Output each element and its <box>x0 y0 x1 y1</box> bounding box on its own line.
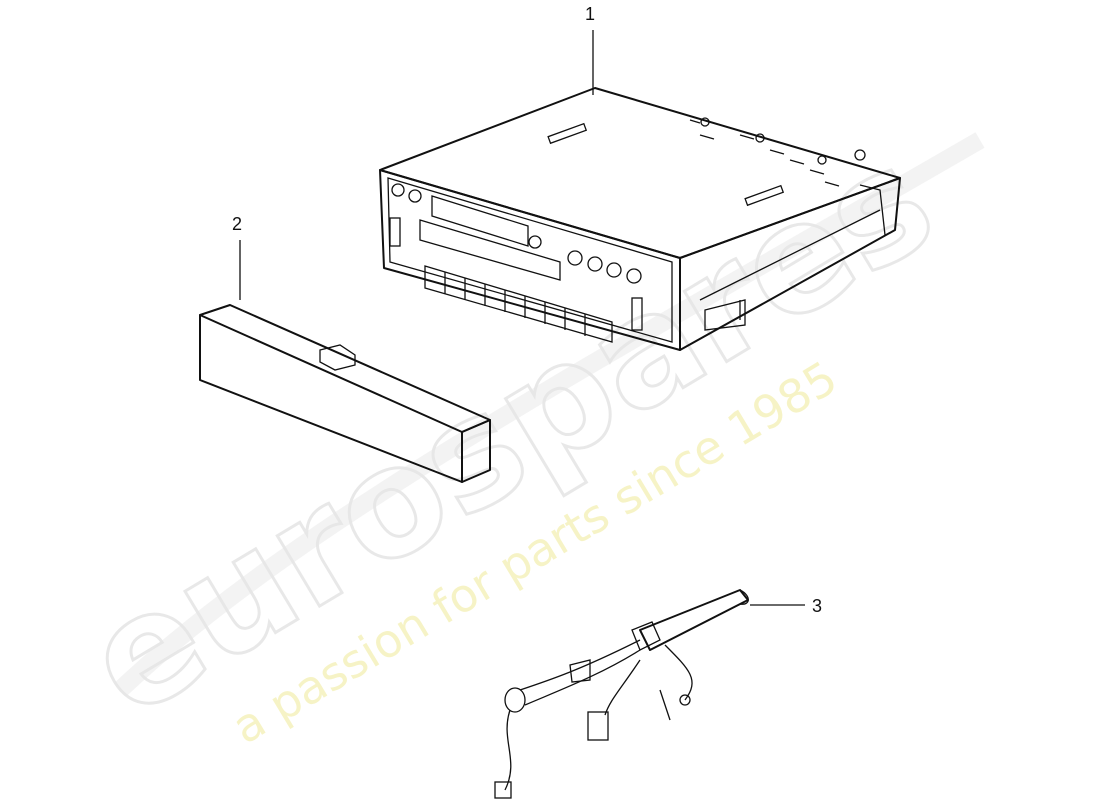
cover-panel <box>199 304 491 483</box>
radio-unit <box>379 87 901 351</box>
wiring-harness <box>494 589 749 799</box>
watermark: eurospares a passion for parts since 198… <box>57 112 985 754</box>
callout-1: 1 <box>585 4 596 24</box>
callout-3: 3 <box>812 596 823 616</box>
watermark-swoosh <box>113 132 985 697</box>
callout-2: 2 <box>232 214 243 234</box>
